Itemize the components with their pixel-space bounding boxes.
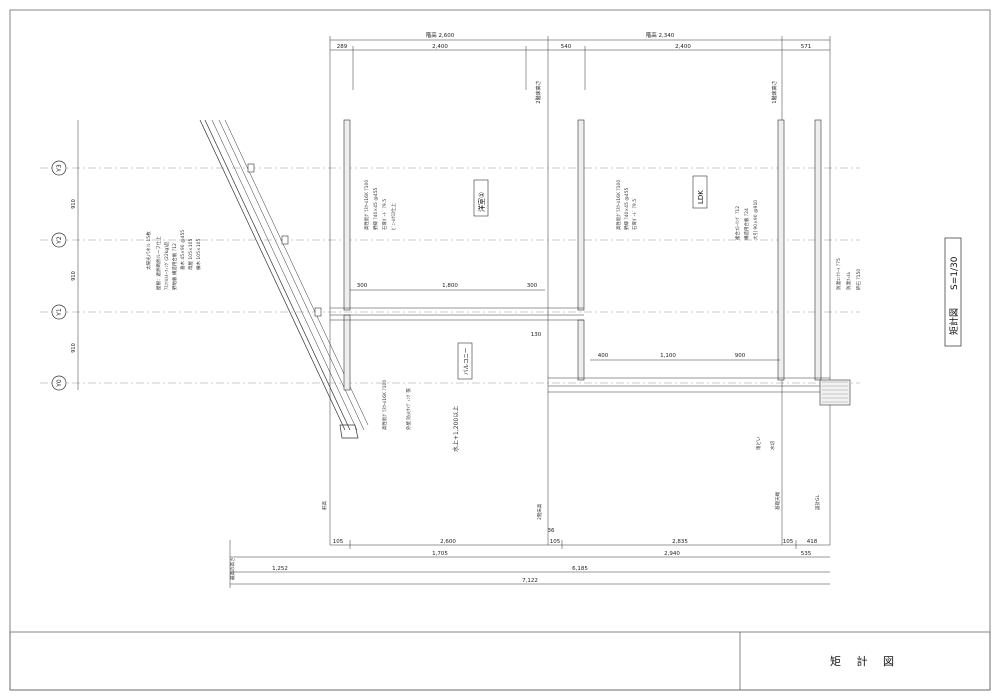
room-labels: 洋室① LDK バルコニー bbox=[457, 175, 708, 380]
sheet-border bbox=[9, 9, 991, 691]
ceiling-note-1: 高性能ｸﾞﾗｽｳｰﾙ16K ｱ100 bbox=[363, 180, 370, 230]
level-2f: 2階床高さ bbox=[535, 80, 542, 103]
level-right-2: 設計GL bbox=[814, 495, 821, 510]
bottom-dimensions bbox=[229, 540, 830, 588]
title-block bbox=[9, 631, 991, 691]
inner-dim-texts: 300 1,800 300 400 1,100 900 130 bbox=[357, 283, 746, 359]
dim-seg-d: 2,400 bbox=[675, 44, 691, 50]
lower-win-3: 900 bbox=[735, 353, 746, 359]
scale-text: S=1/30 bbox=[950, 256, 960, 290]
title-block-label: 矩 計 図 bbox=[830, 655, 900, 668]
top-dimensions bbox=[329, 36, 831, 545]
dim-overall-left: 階高 2,600 bbox=[426, 31, 455, 39]
roof-note-1: 太陽光パネル 15枚 bbox=[145, 231, 152, 270]
lower-win-1: 400 bbox=[598, 353, 609, 359]
dim-seg-b: 2,400 bbox=[432, 44, 448, 50]
upper-win-1: 300 bbox=[357, 283, 368, 289]
room-lower: LDK bbox=[697, 190, 705, 204]
wall-note-3: 水上+1,200以上 bbox=[452, 406, 460, 452]
floor-note-2: 構造用合板 ｱ24 bbox=[743, 208, 750, 240]
level-mid-1: 2階床高 bbox=[536, 503, 543, 520]
roof-note-3: ｱｽﾌｧﾙﾄﾙｰﾌｨﾝｸﾞ(22kg)品 bbox=[163, 241, 170, 290]
bd-r2-small: 36 bbox=[548, 528, 555, 534]
grid-dim-3: 910 bbox=[71, 343, 77, 353]
bd-r2-3: 535 bbox=[801, 551, 812, 557]
foundation-note-1: 防湿ｺﾝｸﾘｰﾄ ｱ75 bbox=[835, 258, 842, 290]
wall-sections bbox=[330, 119, 851, 406]
roof-note-7: 棟木 105×105 bbox=[195, 238, 202, 270]
bd-r1-5: 105 bbox=[783, 539, 794, 545]
grid-axis-markers: Y3 Y2 Y1 Y0 910 910 910 bbox=[51, 120, 79, 391]
roof-note-5: 垂木 45×90 @455 bbox=[179, 230, 186, 270]
roof-section bbox=[199, 119, 369, 439]
axis-y0: Y0 bbox=[56, 379, 63, 388]
grid-lines bbox=[40, 167, 860, 384]
dim-overall-right: 階高 2,340 bbox=[646, 31, 675, 39]
bd-r3-2: 6,185 bbox=[572, 566, 588, 572]
wall-note-1: 高性能ｸﾞﾗｽｳｰﾙ16K ｱ100 bbox=[381, 380, 388, 430]
roof-note-4: 野地板 構造用合板 ｱ12 bbox=[171, 243, 178, 290]
bottom-dimension-texts: 105 2,600 105 2,835 105 418 1,705 2,940 … bbox=[272, 528, 818, 584]
wall-note-2: 外壁 防火ｻｲﾃﾞｨﾝｸﾞ張 bbox=[405, 388, 412, 430]
axis-y1: Y1 bbox=[56, 308, 63, 317]
lower-ceiling-3: 石膏ﾎﾞｰﾄﾞ ｱ9.5 bbox=[631, 199, 638, 230]
foundation-note-2: 防湿ﾌｨﾙﾑ bbox=[845, 271, 852, 290]
bd-r2-1: 1,705 bbox=[432, 551, 448, 557]
ceiling-note-2: 野縁 ｱ40×45 @455 bbox=[372, 187, 379, 230]
level-1f: 1階床高さ bbox=[771, 80, 778, 103]
bd-r3-1: 1,252 bbox=[272, 566, 288, 572]
foundation-note-3: 砕石 ｱ150 bbox=[855, 269, 862, 290]
lower-ceiling-2: 野縁 ｱ40×45 @455 bbox=[623, 187, 630, 230]
room-balcony: バルコニー bbox=[463, 348, 470, 375]
bd-r1-2: 2,600 bbox=[440, 539, 456, 545]
roof-note-6: 母屋 105×105 bbox=[188, 238, 194, 270]
axis-y3: Y3 bbox=[56, 164, 63, 173]
grid-dim-1: 910 bbox=[71, 199, 77, 209]
roof-note-2: 屋根：遮熱断熱ルーフ仕上 bbox=[155, 236, 162, 290]
annotation-texts: 高性能ｸﾞﾗｽｳｰﾙ16K ｱ100 野縁 ｱ40×45 @455 石膏ﾎﾞｰﾄ… bbox=[229, 180, 862, 580]
floor-note-3: 大引 90×90 @910 bbox=[752, 200, 759, 240]
floor-note-1: 複合ﾌﾛｰﾘﾝｸﾞ ｱ12 bbox=[734, 206, 741, 240]
grid-dim-2: 910 bbox=[71, 271, 77, 281]
level-right-1: 基礎天端 bbox=[774, 492, 781, 510]
bd-r1-6: 418 bbox=[807, 539, 818, 545]
inner-dim-lines bbox=[350, 289, 780, 361]
ceiling-note-3: 石膏ﾎﾞｰﾄﾞ ｱ9.5 bbox=[381, 199, 388, 230]
upper-win-2: 1,800 bbox=[442, 283, 458, 289]
bd-r1-4: 2,835 bbox=[672, 539, 688, 545]
bd-r2-2: 2,940 bbox=[664, 551, 680, 557]
bd-r4: 7,122 bbox=[522, 578, 538, 584]
dim-seg-e: 571 bbox=[801, 44, 812, 50]
upper-win-3: 300 bbox=[527, 283, 538, 289]
dim-seg-c: 540 bbox=[561, 44, 572, 50]
scale-label-box: 矩計図 S=1/30 bbox=[944, 237, 962, 347]
bd-r1-3: 105 bbox=[550, 539, 561, 545]
misc-1: 雨どい bbox=[755, 436, 762, 450]
top-dimension-texts: 階高 2,600 階高 2,340 289 2,400 540 2,400 57… bbox=[337, 31, 812, 104]
room-upper: 洋室① bbox=[477, 192, 486, 212]
bd-r1-1: 105 bbox=[333, 539, 344, 545]
level-left-1: 軒高 bbox=[321, 501, 328, 510]
ceiling-note-4: ﾋﾞﾆｰﾙｸﾛｽ仕上 bbox=[390, 203, 397, 230]
hatching bbox=[822, 381, 848, 403]
dim-seg-a: 289 bbox=[337, 44, 348, 50]
misc-2: 水切 bbox=[769, 441, 776, 450]
roof-notes: 太陽光パネル 15枚 屋根：遮熱断熱ルーフ仕上 ｱｽﾌｧﾙﾄﾙｰﾌｨﾝｸﾞ(22… bbox=[145, 230, 202, 290]
small-dim: 130 bbox=[531, 332, 542, 338]
lower-win-2: 1,100 bbox=[660, 353, 676, 359]
sheet-title-vertical: 矩計図 bbox=[948, 308, 960, 335]
lower-ceiling-1: 高性能ｸﾞﾗｽｳｰﾙ16K ｱ100 bbox=[615, 180, 622, 230]
axis-y2: Y2 bbox=[56, 236, 63, 245]
level-left-2: 最高の高さ bbox=[229, 558, 236, 581]
